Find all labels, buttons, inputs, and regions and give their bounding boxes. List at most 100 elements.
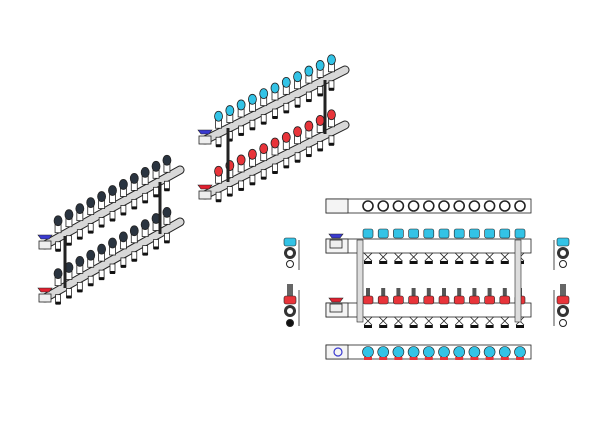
outlet-nut (99, 277, 105, 281)
outlet-nut (317, 93, 323, 97)
iso-left-lower-manifold (40, 206, 185, 305)
port-ring (514, 200, 526, 212)
iso-ball-valve-blue (197, 129, 213, 145)
port-ring (453, 200, 466, 212)
port-cap (281, 76, 291, 88)
port-ring (377, 200, 390, 212)
outlet-nut (272, 116, 278, 119)
side-port-inner (287, 250, 293, 256)
outlet-nut (55, 301, 61, 305)
outlet-cross (424, 316, 434, 326)
outlet-nut (55, 248, 61, 252)
port-cap (304, 65, 314, 77)
port-cap (162, 154, 172, 166)
outlet-cross (439, 316, 449, 326)
port-cap (293, 126, 302, 138)
side-cap-red (283, 295, 297, 305)
outlet-cross (394, 252, 403, 262)
port-cap (499, 228, 511, 239)
port-cap-top (377, 346, 390, 358)
flow-meter (411, 288, 416, 296)
outlet-nut (455, 261, 464, 264)
side-port-inner (560, 308, 566, 314)
port-cap (393, 295, 404, 305)
port-cap-red (485, 357, 494, 360)
outlet-nut (500, 261, 509, 264)
port-cap-top (514, 346, 526, 358)
outlet-nut (500, 325, 509, 328)
valve-body (198, 190, 212, 200)
bar-body (201, 121, 349, 199)
port-cap (484, 295, 495, 305)
port-cap-top (453, 346, 466, 358)
side-cap-blue (283, 237, 297, 247)
outlet-nut (88, 230, 94, 234)
outlet-nut (249, 127, 255, 131)
outlet-cross (470, 316, 479, 326)
port-cap (514, 228, 526, 239)
iso-return-manifold (200, 109, 350, 203)
port-cap (315, 60, 325, 71)
port-ring (438, 200, 450, 212)
bar-body (41, 218, 184, 302)
port-cap (327, 109, 336, 121)
port-cap-red (364, 357, 372, 360)
port-cap-red (394, 357, 403, 360)
port-cap (214, 165, 223, 177)
outlet-nut (142, 252, 148, 256)
outlet-nut (77, 236, 83, 240)
outlet-cross (378, 316, 388, 326)
port-cap (118, 231, 128, 243)
port-cap-top (438, 346, 450, 358)
port-cap (259, 143, 269, 155)
port-cap (53, 268, 63, 280)
port-cap (270, 137, 280, 149)
outlet-nut (120, 264, 126, 268)
port-cap (484, 228, 495, 239)
iso-left-valve-blue (37, 234, 53, 250)
flow-meter (502, 288, 507, 296)
outlet-nut (328, 87, 334, 91)
valve-handle (37, 287, 53, 293)
outlet-cross (424, 252, 434, 262)
port-cap-red (516, 357, 524, 360)
port-cap (453, 228, 465, 239)
valve-handle (37, 234, 53, 240)
outlet-cross (454, 316, 464, 326)
outlet-cross (409, 316, 418, 326)
front-bracket (356, 239, 364, 323)
port-cap (408, 295, 419, 305)
valve-body (38, 240, 52, 250)
port-cap (248, 93, 257, 105)
outlet-nut (317, 148, 323, 152)
port-cap (108, 237, 117, 249)
outlet-nut (328, 142, 334, 146)
port-cap (108, 185, 117, 196)
outlet-nut (364, 325, 372, 328)
port-cap (225, 105, 235, 116)
outlet-cross (454, 252, 464, 262)
side-port-inner (287, 308, 293, 314)
outlet-nut (66, 242, 72, 246)
port-ring (498, 200, 511, 212)
side-drain (559, 260, 567, 268)
port-cap (140, 219, 150, 231)
flow-meter (366, 288, 370, 296)
port-cap-top (422, 346, 435, 358)
flow-meter (426, 288, 431, 296)
flow-meter (457, 288, 462, 296)
port-cap-red (379, 357, 388, 360)
side-flow-meter (287, 284, 293, 296)
valve-body (38, 293, 52, 303)
outlet-nut (379, 325, 388, 328)
side-view-left (283, 237, 300, 327)
front-bracket (514, 239, 522, 323)
outlet-nut (440, 261, 448, 264)
port-cap-red (409, 357, 418, 360)
front-view-return-valve (328, 297, 344, 313)
outlet-nut (485, 261, 494, 264)
outlet-nut (77, 289, 83, 293)
outlet-nut (110, 218, 115, 222)
valve-body (198, 135, 212, 145)
outlet-nut (238, 132, 244, 136)
